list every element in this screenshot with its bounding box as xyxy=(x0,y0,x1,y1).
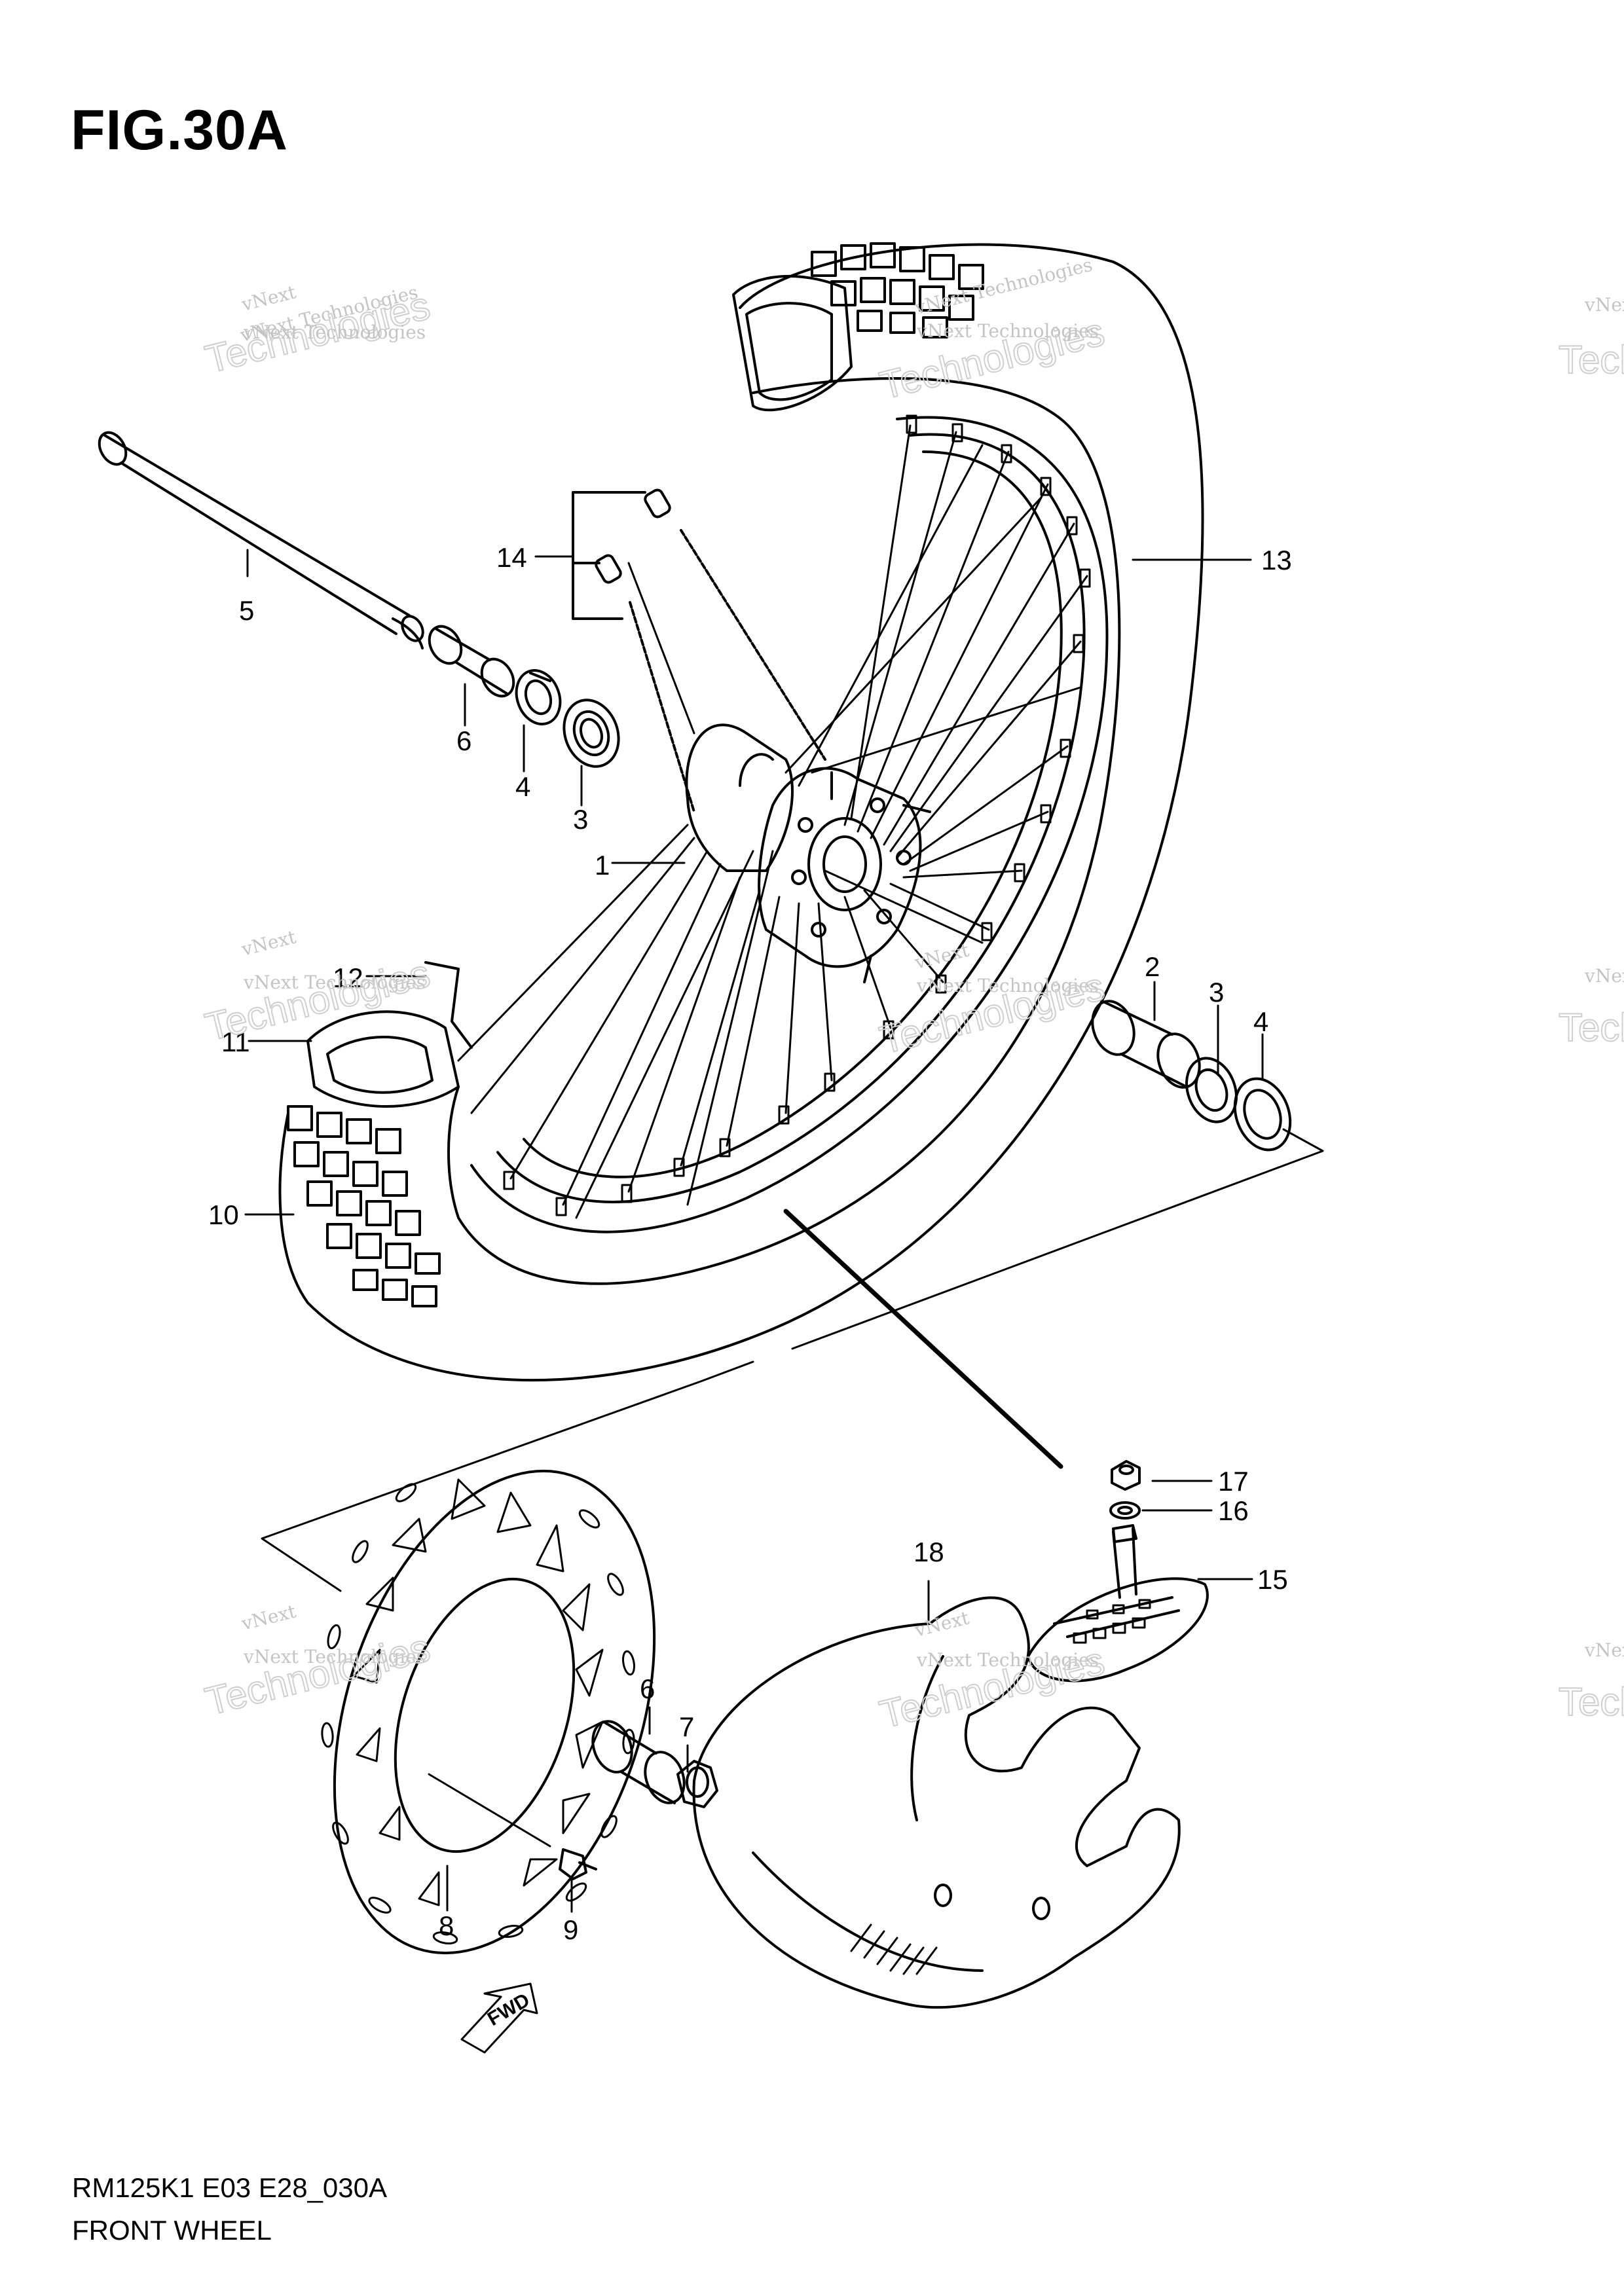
watermark-edge-outline: Technologies xyxy=(1559,1680,1624,1724)
tire-tread-top xyxy=(811,242,984,338)
spacer-right xyxy=(1091,1000,1201,1089)
diagram-code: RM125K1 E03 E28_030A xyxy=(72,2172,388,2203)
callout-6-top: 6 xyxy=(456,725,471,756)
watermark-edge-outline: Technologies xyxy=(1559,338,1624,382)
spoke-nipples xyxy=(503,414,1091,1216)
rim-lock xyxy=(1027,1524,1209,1683)
callout-3-top: 3 xyxy=(573,804,588,835)
watermark-caption: vNext Technologies xyxy=(243,321,426,343)
callout-17: 17 xyxy=(1218,1466,1249,1497)
figure-title: FIG.30A xyxy=(71,99,288,162)
callout-7: 7 xyxy=(679,1711,694,1742)
oil-seal-right xyxy=(1233,1077,1292,1152)
disc-bolt xyxy=(559,1848,597,1880)
watermark-caption: vNext Technologies xyxy=(916,320,1099,342)
hub xyxy=(685,723,931,983)
bearing-top xyxy=(563,699,620,768)
watermark-edge: vNext xyxy=(1584,965,1624,987)
fwd-arrow-icon xyxy=(460,1982,538,2054)
callout-9: 9 xyxy=(563,1914,578,1945)
diagram-name: FRONT WHEEL xyxy=(72,2215,272,2246)
spokes xyxy=(457,424,1088,1219)
watermark-caption: vNext Technologies xyxy=(916,975,1099,996)
watermark-edge: vNext xyxy=(1584,1639,1624,1661)
watermark-tag: vNext xyxy=(239,281,299,316)
watermark-outline: Technologies xyxy=(201,1626,434,1724)
callout-5: 5 xyxy=(239,595,254,626)
callout-15: 15 xyxy=(1257,1564,1288,1595)
spacer-top xyxy=(428,625,515,698)
callout-6-lower: 6 xyxy=(640,1673,655,1704)
watermark-tag: vNext xyxy=(912,1607,972,1641)
callout-2: 2 xyxy=(1145,951,1160,982)
tire xyxy=(278,242,1204,1382)
callout-4-top: 4 xyxy=(515,771,530,802)
callout-8: 8 xyxy=(439,1910,454,1941)
callout-3-right: 3 xyxy=(1209,977,1224,1008)
leader-lines xyxy=(244,549,1264,1913)
callout-12: 12 xyxy=(333,962,363,993)
tire-section-bottom xyxy=(287,961,473,1307)
brake-disc xyxy=(321,1469,656,1955)
rim-lock-nut xyxy=(1111,1460,1141,1491)
watermark-tag: vNext xyxy=(239,926,299,960)
watermark-caption: vNext Technologies xyxy=(243,1646,426,1667)
callout-16: 16 xyxy=(1218,1495,1249,1526)
callout-4-right: 4 xyxy=(1253,1006,1268,1037)
callout-11: 11 xyxy=(221,1027,250,1057)
spacer-lower xyxy=(591,1720,686,1804)
axle xyxy=(98,431,424,649)
watermark-edge-outline: Technologies xyxy=(1559,1006,1624,1049)
watermark-caption: vNext Technologies xyxy=(916,1649,1099,1671)
rim-lock-washer xyxy=(1109,1501,1141,1520)
disc-cover xyxy=(692,1596,1181,2009)
watermark-tag: vNext xyxy=(239,1600,299,1635)
watermark-edge: vNext xyxy=(1584,294,1624,316)
watermark-tag: vNext xyxy=(912,939,972,974)
oil-seal-top xyxy=(515,669,562,725)
callout-14: 14 xyxy=(496,542,527,573)
callout-1: 1 xyxy=(595,850,610,881)
callout-18: 18 xyxy=(913,1537,944,1567)
watermark-outline: Technologies xyxy=(201,951,434,1049)
watermarks: vNext vNext Technologies Technologies vN… xyxy=(200,253,1624,1737)
callout-labels: 1 2 3 3 4 4 5 6 6 7 8 9 10 11 12 13 14 1… xyxy=(208,542,1292,2030)
callout-13: 13 xyxy=(1261,545,1292,575)
bearing-right xyxy=(1185,1057,1238,1123)
axis-lines xyxy=(261,1128,1324,1592)
callout-10: 10 xyxy=(208,1199,239,1230)
watermark-caption: vNext Technologies xyxy=(243,972,426,993)
